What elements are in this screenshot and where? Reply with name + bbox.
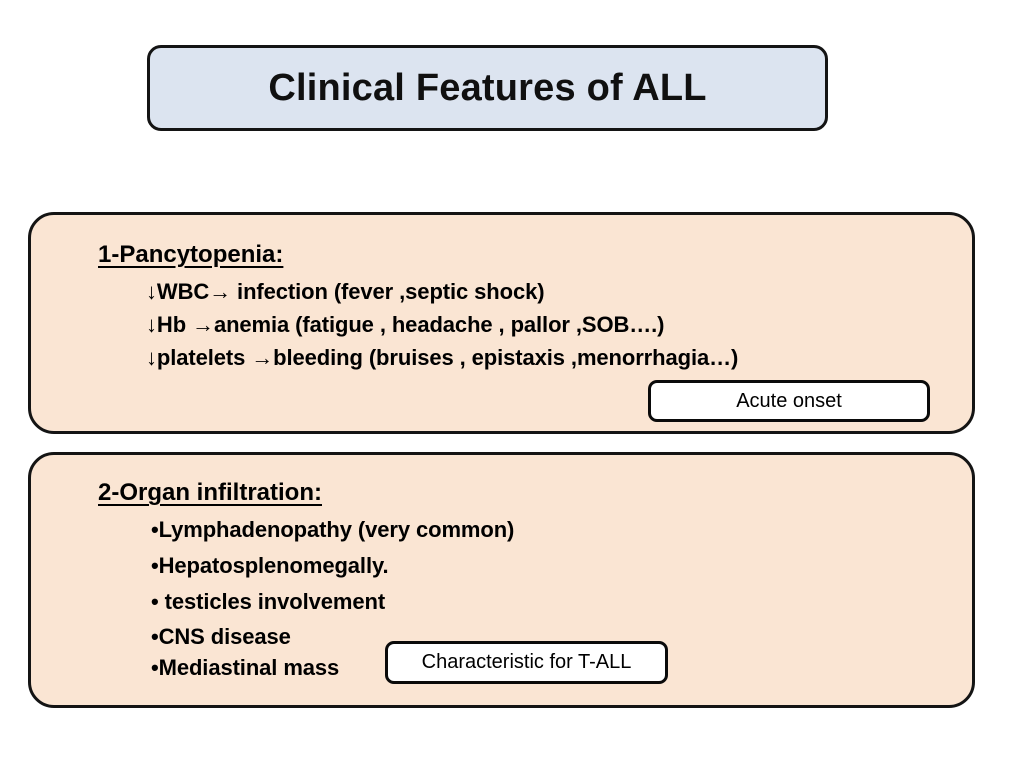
section-heading-2: 2-Organ infiltration:: [98, 479, 322, 506]
section-2-bullet-hepatosplenomegaly: •Hepatosplenomegally.: [151, 553, 389, 578]
section-1-line-hb: ↓Hb →anemia (fatigue , headache , pallor…: [146, 312, 665, 337]
section-2-bullet-cns-disease: •CNS disease: [151, 624, 291, 649]
section-1-line-platelets: ↓platelets →bleeding (bruises , epistaxi…: [146, 345, 739, 370]
section-2-bullet-lymphadenopathy: •Lymphadenopathy (very common): [151, 517, 515, 542]
section-panel-pancytopenia: 1-Pancytopenia: ↓WBC→ infection (fever ,…: [28, 212, 975, 434]
section-heading-1: 1-Pancytopenia:: [98, 241, 284, 268]
section-2-bullet-testicles: • testicles involvement: [151, 589, 386, 614]
page-title: Clinical Features of ALL: [268, 67, 707, 109]
callout-acute-onset: Acute onset: [648, 380, 930, 422]
slide-title-box: Clinical Features of ALL: [147, 45, 828, 131]
callout-characteristic-t-all: Characteristic for T-ALL: [385, 641, 668, 684]
section-2-bullet-mediastinal-mass: •Mediastinal mass: [151, 655, 340, 680]
section-1-line-wbc: ↓WBC→ infection (fever ,septic shock): [146, 279, 545, 304]
